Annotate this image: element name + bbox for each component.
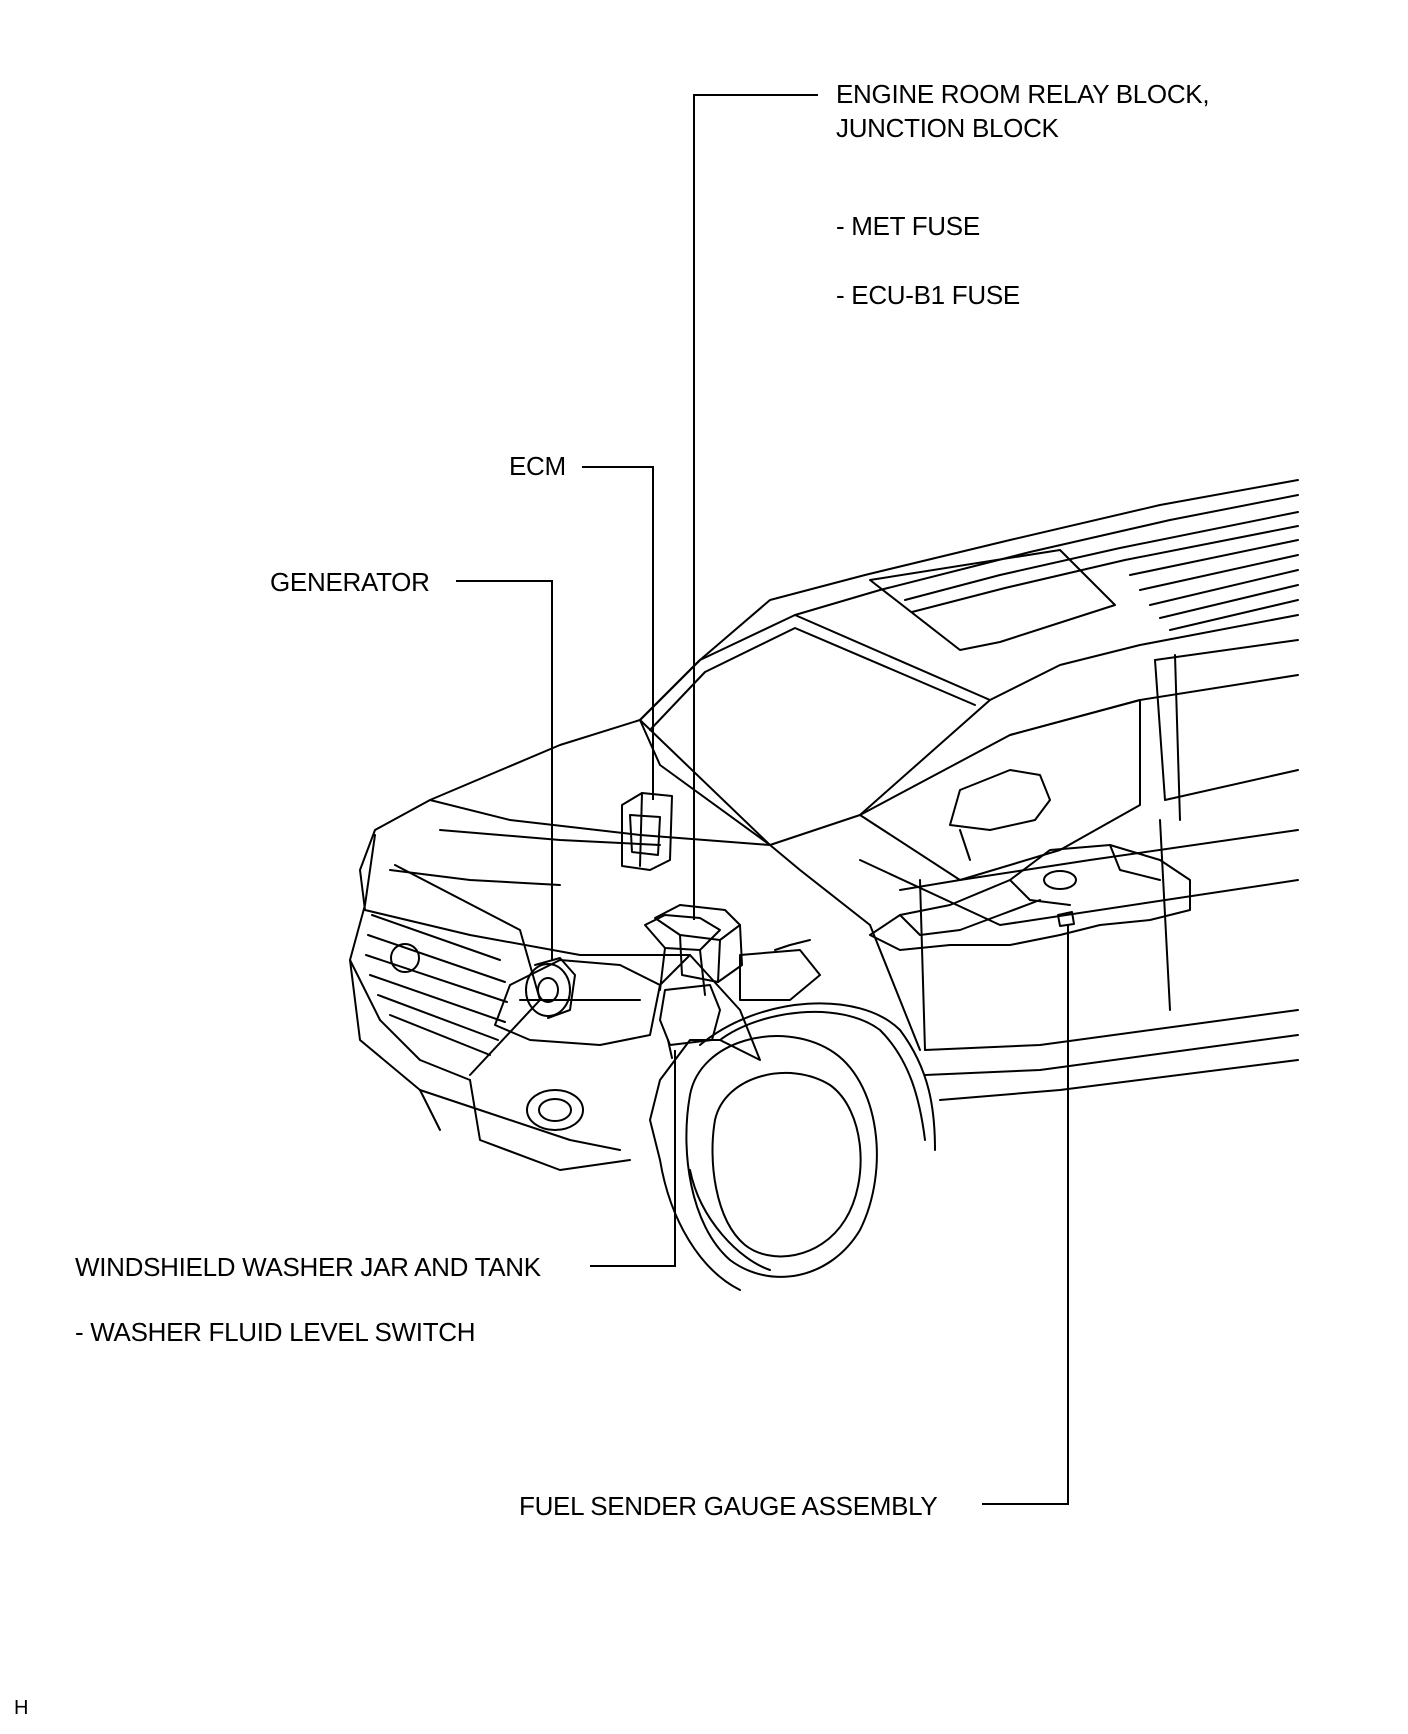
leader-lines bbox=[456, 94, 1069, 1505]
ecm-part bbox=[621, 792, 673, 871]
label-met-fuse: - MET FUSE bbox=[836, 211, 980, 241]
vehicle-body bbox=[349, 479, 1299, 1291]
engine-bay bbox=[644, 914, 821, 1001]
junction-block-part bbox=[654, 904, 743, 983]
leader-junction-block bbox=[693, 94, 818, 920]
label-junction-block: JUNCTION BLOCK bbox=[836, 113, 1059, 143]
leader-ecm bbox=[582, 466, 654, 800]
washer-jar-part bbox=[659, 984, 721, 1059]
label-windshield-washer: WINDSHIELD WASHER JAR AND TANK bbox=[75, 1252, 541, 1282]
leader-generator bbox=[456, 580, 553, 960]
corner-mark: H bbox=[14, 1697, 29, 1719]
generator-part bbox=[525, 957, 576, 1019]
label-ecu-b1-fuse: - ECU-B1 FUSE bbox=[836, 280, 1020, 310]
label-generator: GENERATOR bbox=[270, 567, 430, 597]
label-ecm: ECM bbox=[509, 451, 566, 481]
label-fuel-sender-gauge: FUEL SENDER GAUGE ASSEMBLY bbox=[519, 1491, 938, 1521]
label-engine-room-relay-block: ENGINE ROOM RELAY BLOCK, bbox=[836, 79, 1210, 109]
label-washer-fluid-level-switch: - WASHER FLUID LEVEL SWITCH bbox=[75, 1317, 476, 1347]
leader-fuel-sender bbox=[982, 925, 1069, 1505]
leader-washer bbox=[590, 1050, 676, 1267]
fuel-tank-part bbox=[869, 844, 1191, 951]
